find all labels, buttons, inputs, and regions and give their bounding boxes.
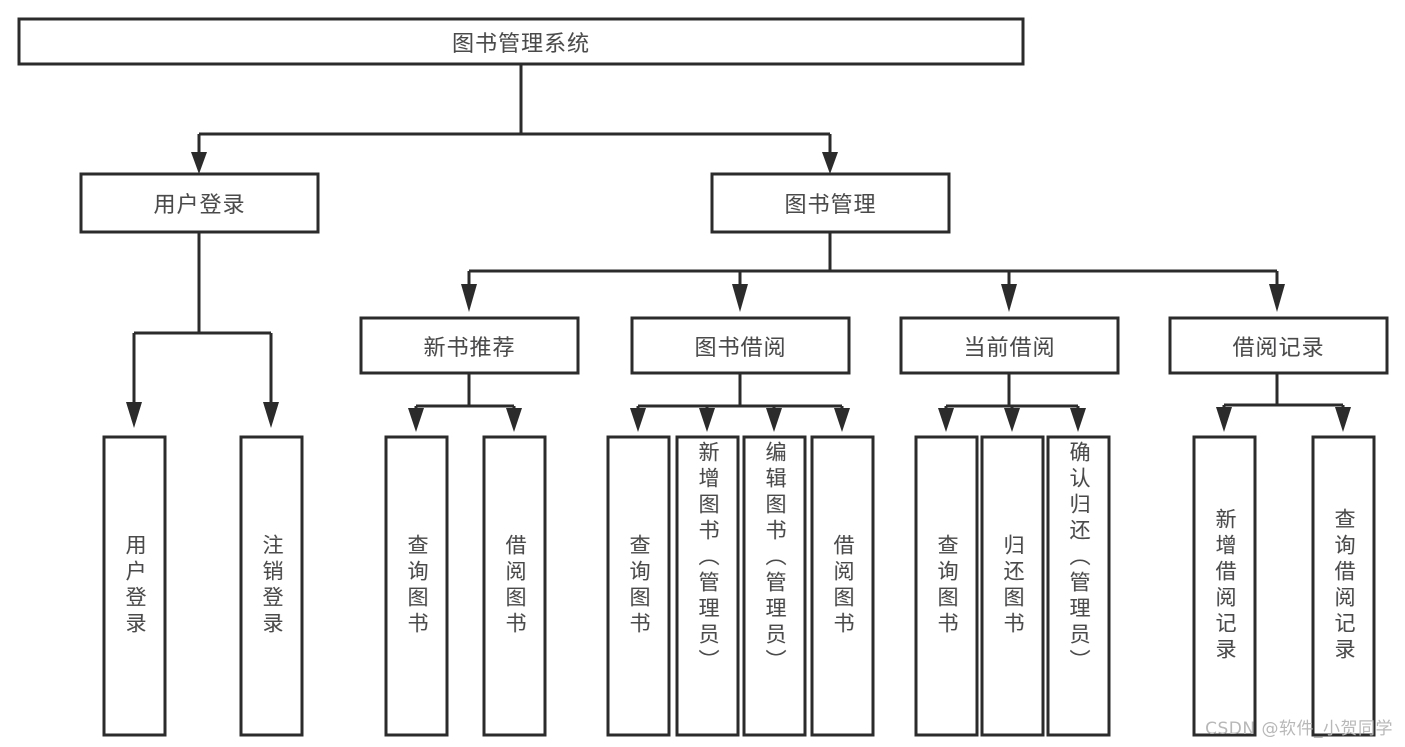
leaf-box-book-borrow-3[interactable]: [810, 435, 875, 737]
arrow-head-currentborrow-leaf-2: [1004, 408, 1020, 432]
arrow-head-userlogin-leaf-2: [263, 402, 279, 428]
arrow-head-newbook-leaf-1: [408, 408, 424, 432]
arrow-head-currentborrow-leaf-1: [938, 408, 954, 432]
node-root-box[interactable]: [17, 17, 1025, 66]
leaf-box-borrow-record-1[interactable]: [1311, 435, 1376, 737]
leaf-box-borrow-record-0[interactable]: [1192, 435, 1257, 737]
leaf-box-user-login-1[interactable]: [239, 435, 304, 737]
node-user-login-box[interactable]: [79, 172, 320, 234]
arrow-head-borrowrecord-leaf-2: [1335, 407, 1351, 432]
node-new-book-recommend-box[interactable]: [359, 316, 580, 375]
leaf-box-user-login-0[interactable]: [102, 435, 167, 737]
node-book-management-box[interactable]: [710, 172, 951, 234]
arrow-head-root-to-bookmgmt: [822, 152, 838, 174]
node-book-borrow-box[interactable]: [630, 316, 851, 375]
leaf-box-current-borrow-0[interactable]: [914, 435, 979, 737]
arrow-head-bookborrow-leaf-1: [630, 408, 646, 432]
arrow-head-borrowrecord-leaf-1: [1216, 407, 1232, 432]
arrow-head-bookborrow-leaf-2: [699, 408, 715, 432]
leaf-box-book-borrow-2[interactable]: [742, 435, 807, 737]
leaf-box-current-borrow-1[interactable]: [980, 435, 1045, 737]
arrow-head-bookmgmt-child-1: [461, 284, 477, 312]
arrow-head-bookmgmt-child-4: [1269, 284, 1285, 312]
leaf-box-new-book-0[interactable]: [384, 435, 449, 737]
arrow-head-root-to-userlogin: [191, 152, 207, 174]
node-current-borrow-box[interactable]: [899, 316, 1120, 375]
arrow-head-bookmgmt-child-2: [732, 284, 748, 312]
leaf-box-current-borrow-2[interactable]: [1046, 435, 1111, 737]
leaf-box-book-borrow-1[interactable]: [675, 435, 740, 737]
arrow-head-userlogin-leaf-1: [126, 402, 142, 428]
arrow-head-currentborrow-leaf-3: [1070, 408, 1086, 432]
leaf-box-book-borrow-0[interactable]: [606, 435, 671, 737]
node-borrow-record-box[interactable]: [1168, 316, 1389, 375]
arrow-head-bookborrow-leaf-3: [766, 408, 782, 432]
arrow-head-bookborrow-leaf-4: [834, 408, 850, 432]
arrow-head-bookmgmt-child-3: [1001, 284, 1017, 312]
leaf-box-new-book-1[interactable]: [482, 435, 547, 737]
arrow-head-newbook-leaf-2: [506, 408, 522, 432]
